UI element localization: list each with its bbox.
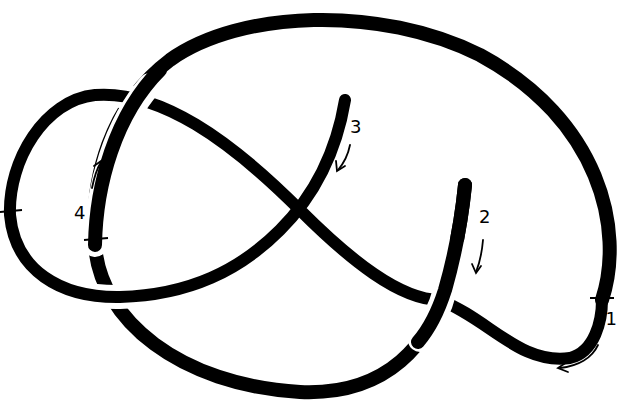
direction-arrows [92,145,598,372]
callout-number: 4 [74,204,85,222]
tick-marks [0,210,614,298]
knot-strand [418,185,465,342]
knot-strand [94,20,609,392]
callout-number: 2 [479,208,490,226]
knot-strand [95,70,160,245]
callout-number: 1 [606,310,617,328]
callout-number: 3 [350,118,361,136]
